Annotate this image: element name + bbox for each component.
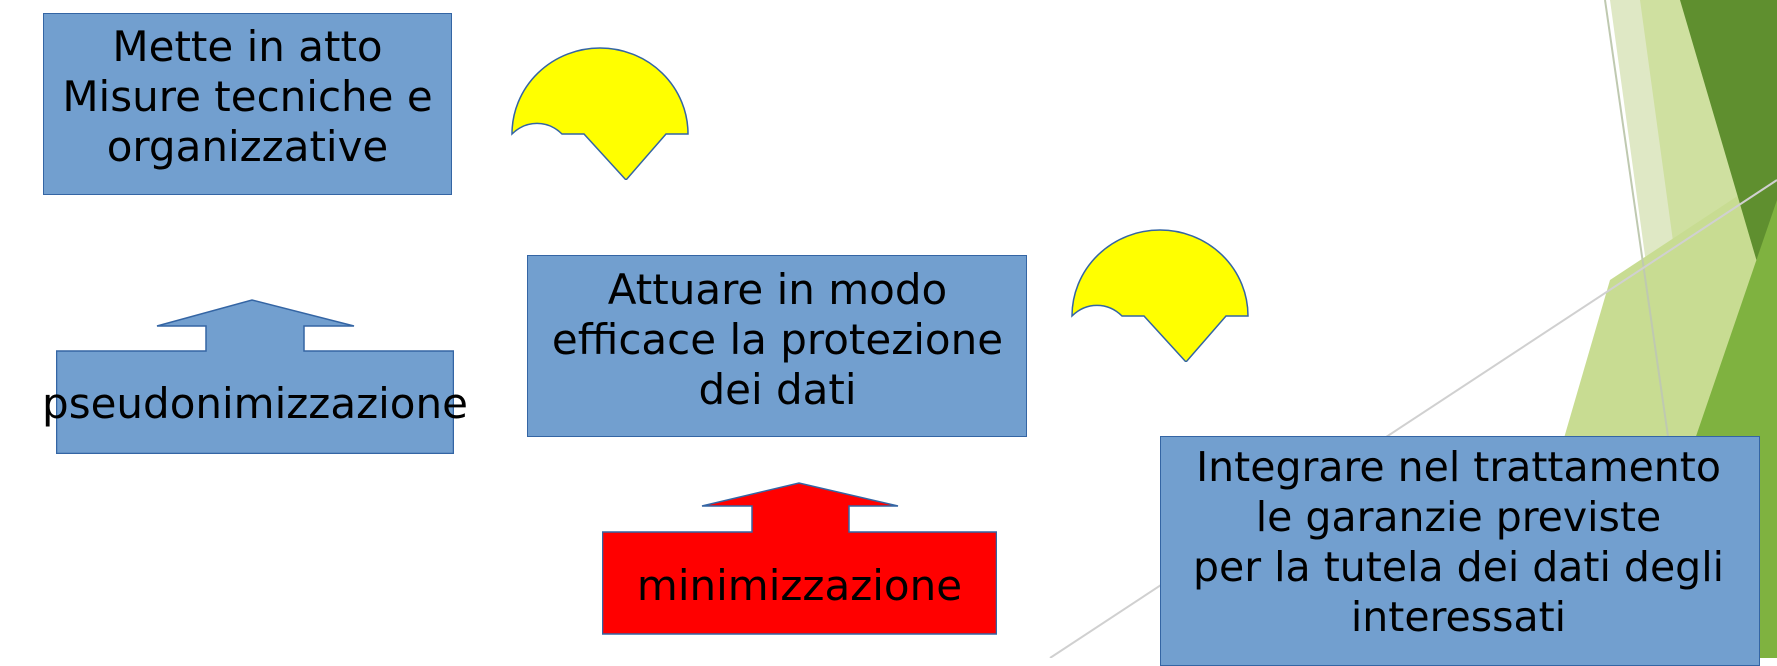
curved-arrow-2 [1071, 229, 1249, 362]
node-pseudonimizzazione-label: pseudonimizzazione [42, 379, 468, 428]
node-minimizzazione-label: minimizzazione [636, 561, 963, 610]
up-arrow-minimizzazione [602, 482, 997, 635]
up-arrow-pseudonimizzazione [56, 299, 454, 454]
node-attuare-box [527, 255, 1027, 437]
curved-arrow-1 [511, 47, 689, 180]
node-misure-box [43, 13, 452, 195]
node-integrare-box [1160, 436, 1760, 666]
node-misure-label: Mette in atto Misure tecniche e organizz… [62, 22, 433, 171]
node-attuare-label: Attuare in modo efficace la protezione d… [551, 265, 1004, 414]
node-integrare-label: Integrare nel trattamento le garanzie pr… [1193, 443, 1724, 641]
